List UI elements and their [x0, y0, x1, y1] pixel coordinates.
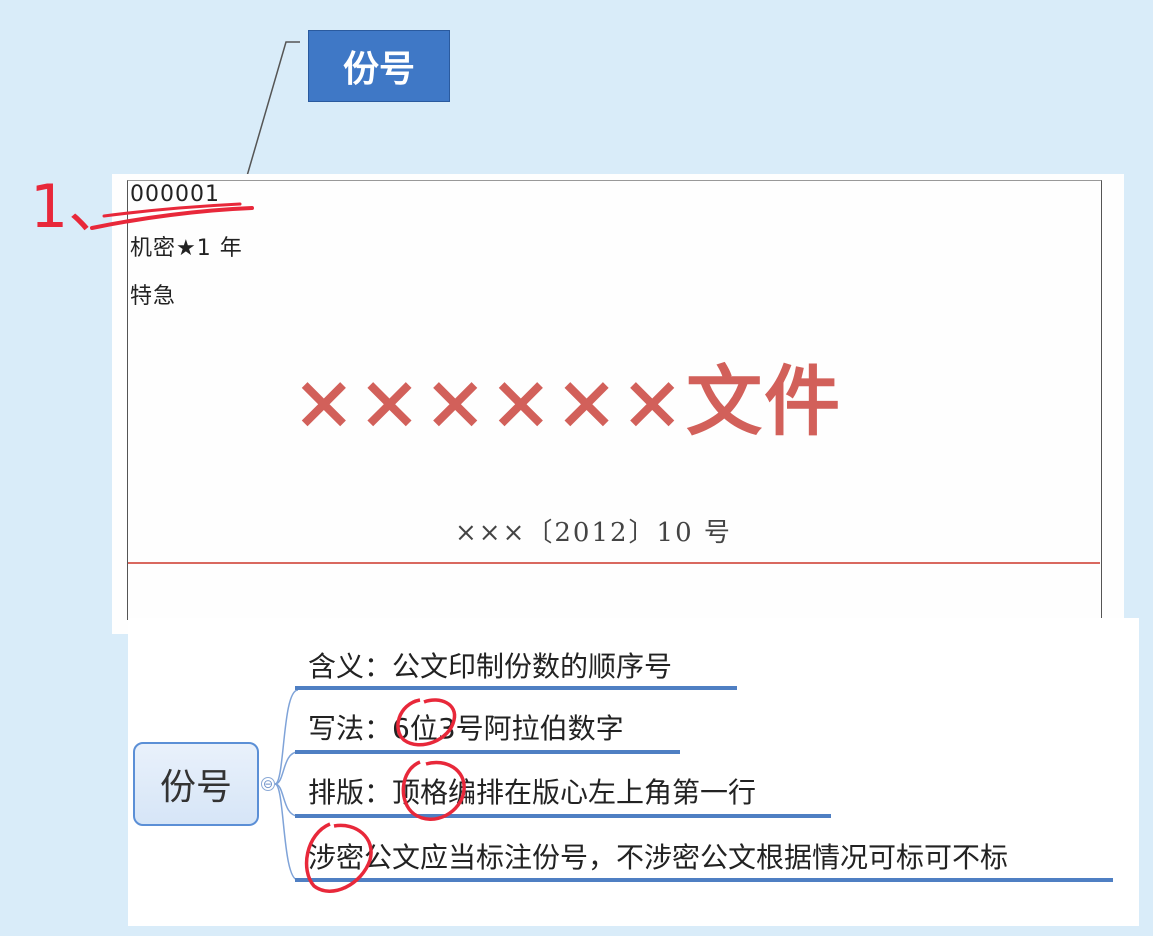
branch-classified[interactable]: 涉密公文应当标注份号，不涉密公文根据情况可标可不标 [308, 841, 1009, 874]
branch-layout[interactable]: 排版：顶格编排在版心左上角第一行 [308, 776, 757, 809]
branch-underline [295, 814, 831, 818]
branch-underline [295, 750, 680, 754]
urgency-level: 特急 [130, 284, 177, 309]
mindmap-card [128, 618, 1139, 926]
branch-underline [295, 686, 737, 690]
red-separator-line [128, 562, 1100, 564]
serial-number: 000001 [130, 182, 220, 207]
branch-writing[interactable]: 写法：6位3号阿拉伯数字 [308, 712, 624, 745]
document-number: ×××〔2012〕10 号 [455, 518, 732, 548]
document-border [127, 180, 1102, 620]
secrecy-level: 机密★1 年 [130, 236, 243, 261]
document-page [112, 174, 1124, 634]
mindmap-root-node[interactable]: 份号 [133, 742, 259, 826]
collapse-toggle-icon[interactable]: ⊖ [261, 777, 275, 791]
branch-meaning[interactable]: 含义：公文印制份数的顺序号 [308, 650, 673, 683]
branch-underline [295, 878, 1113, 882]
handwritten-marker: 1、 [30, 172, 129, 242]
callout-label: 份号 [308, 30, 450, 102]
